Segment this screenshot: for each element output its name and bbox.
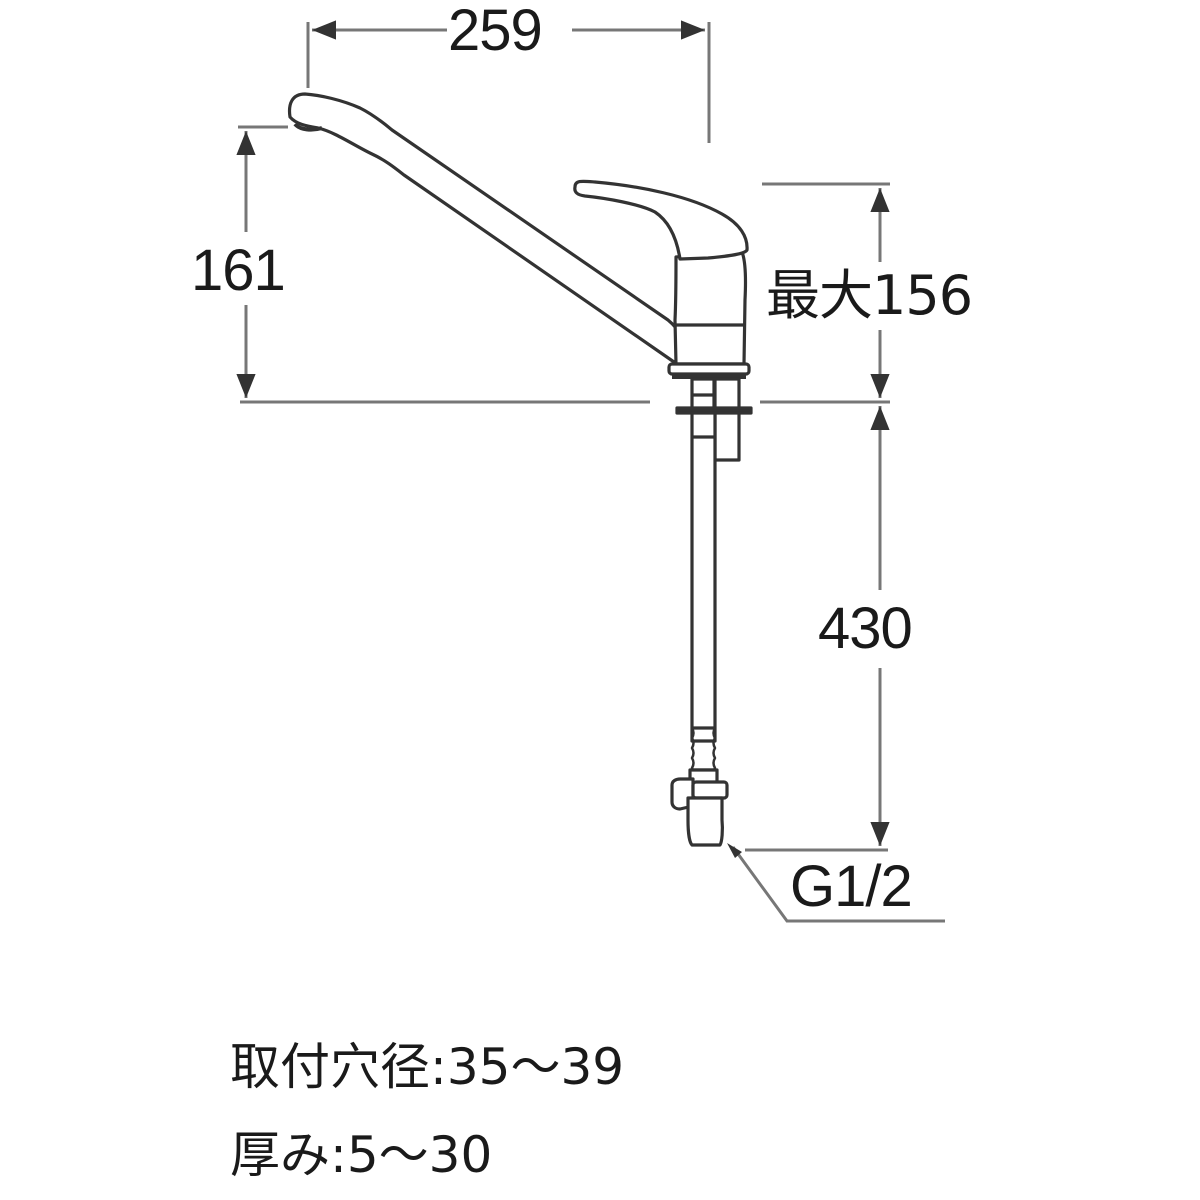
supply-hose [690,411,717,743]
leader-line-g12 [731,846,945,923]
spec-mounting-hole: 取付穴径:35〜39 [230,1042,624,1092]
shank-right [713,377,741,411]
dim-label-max-156: 最大156 [766,264,973,327]
dim-label-430: 430 [818,596,913,661]
stud-nut [713,411,741,462]
spec-separator: : [330,1126,347,1184]
lever-handle [573,179,749,261]
fitting-connector [686,796,724,847]
base-flange [667,362,751,376]
leader-arrow-icon [727,843,742,858]
spec-value: 5〜30 [346,1126,493,1184]
faucet-body [673,250,748,366]
spec-thickness: 厚み:5〜30 [230,1130,492,1180]
spout-aerator [293,122,323,132]
dim-label-259: 259 [448,0,543,63]
fitting-nut [691,780,729,800]
dimension-lines [236,20,945,923]
spec-value: 35〜39 [446,1038,625,1096]
dim-label-161: 161 [191,238,286,303]
spec-separator: : [430,1038,447,1096]
spec-label: 厚み [230,1126,330,1184]
spout [287,92,686,364]
spec-label: 取付穴径 [230,1038,430,1096]
faucet-outline [287,92,753,847]
dim-label-g12: G1/2 [790,854,913,919]
